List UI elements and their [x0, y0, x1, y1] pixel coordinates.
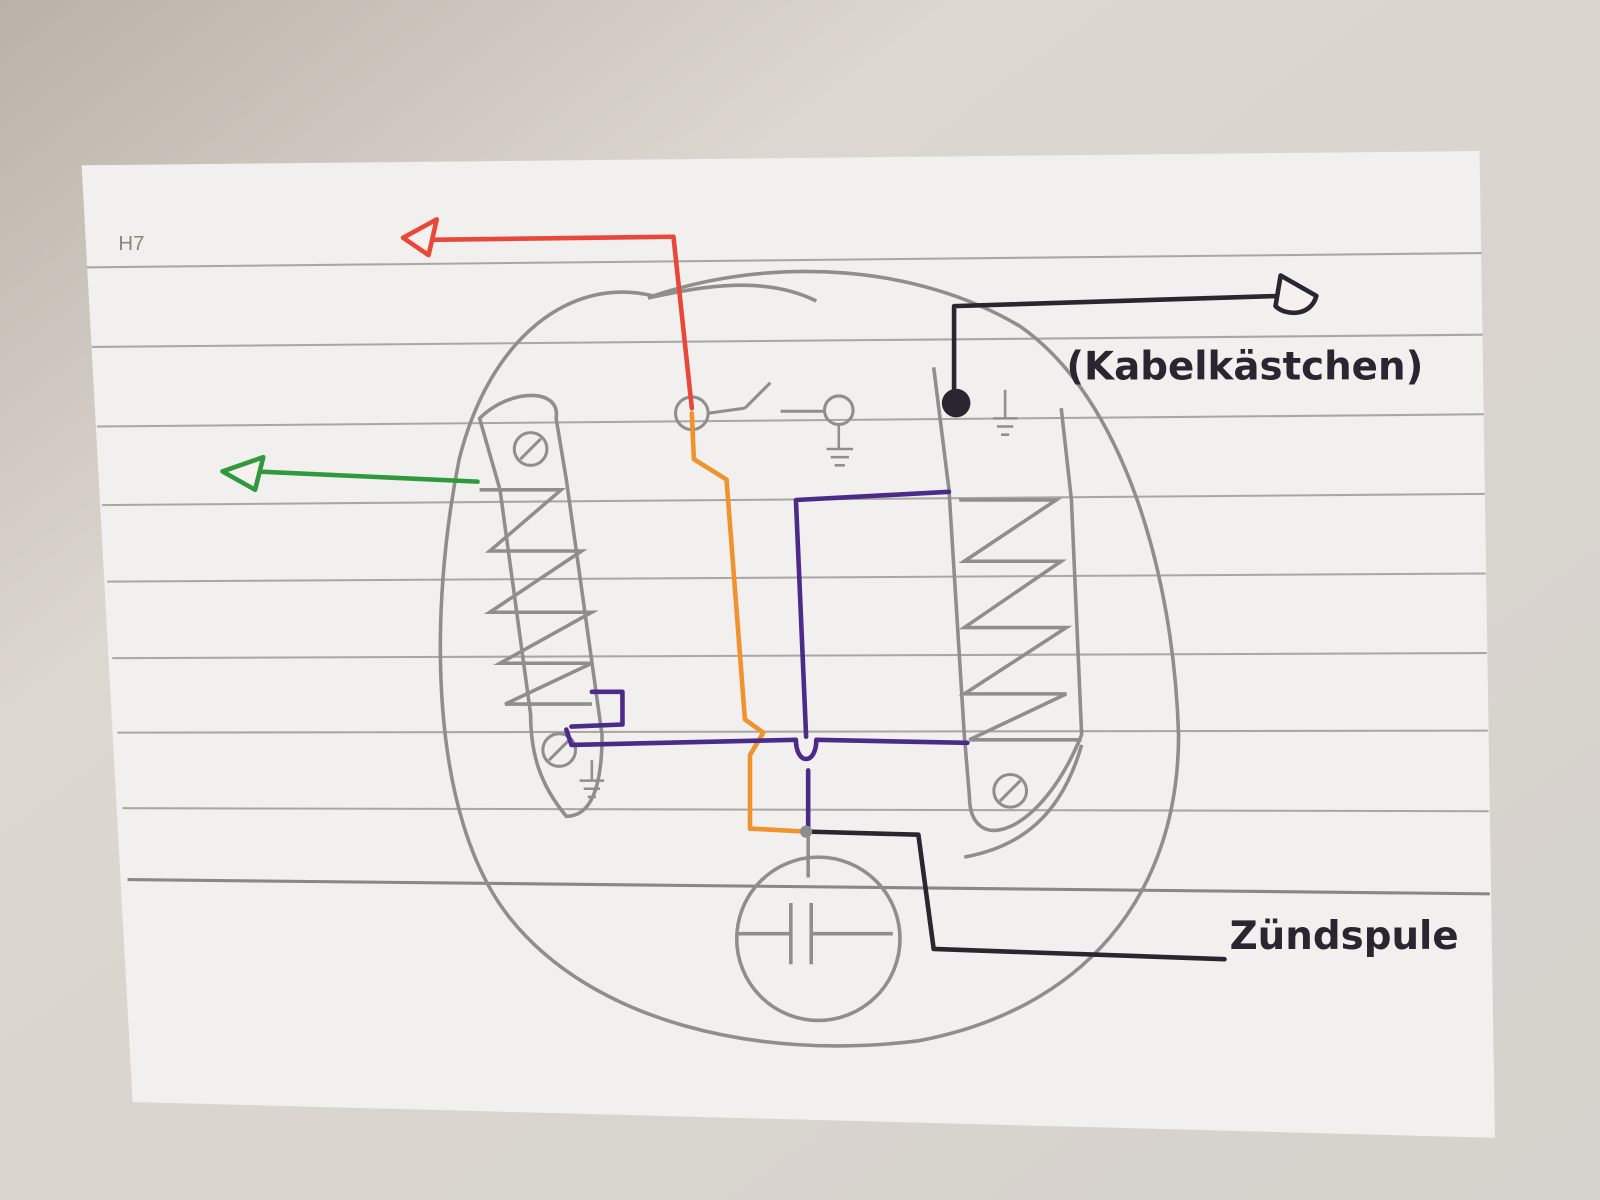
- junction-box-label: (Kabelkästchen): [1066, 345, 1423, 390]
- card-printed-label: H7: [118, 233, 144, 255]
- stator-outline: [438, 269, 1181, 1048]
- black-wire: [805, 293, 1283, 962]
- junction-terminal: [941, 388, 971, 418]
- ignition-coil-label: Zündspule: [1230, 914, 1459, 959]
- card-rulings: [86, 252, 1490, 896]
- black-arrow-icon: [1273, 273, 1319, 316]
- red-arrow-icon: [400, 217, 440, 258]
- orange-wire: [689, 410, 809, 834]
- red-wire: [426, 234, 695, 411]
- green-wire: [252, 469, 480, 484]
- screw-icon: [512, 431, 1029, 809]
- junction-node: [800, 825, 813, 838]
- purple-wire: [564, 489, 970, 834]
- ground-icon: [579, 389, 1018, 799]
- green-arrow-icon: [220, 454, 266, 493]
- capacitor-icon: [734, 836, 902, 1023]
